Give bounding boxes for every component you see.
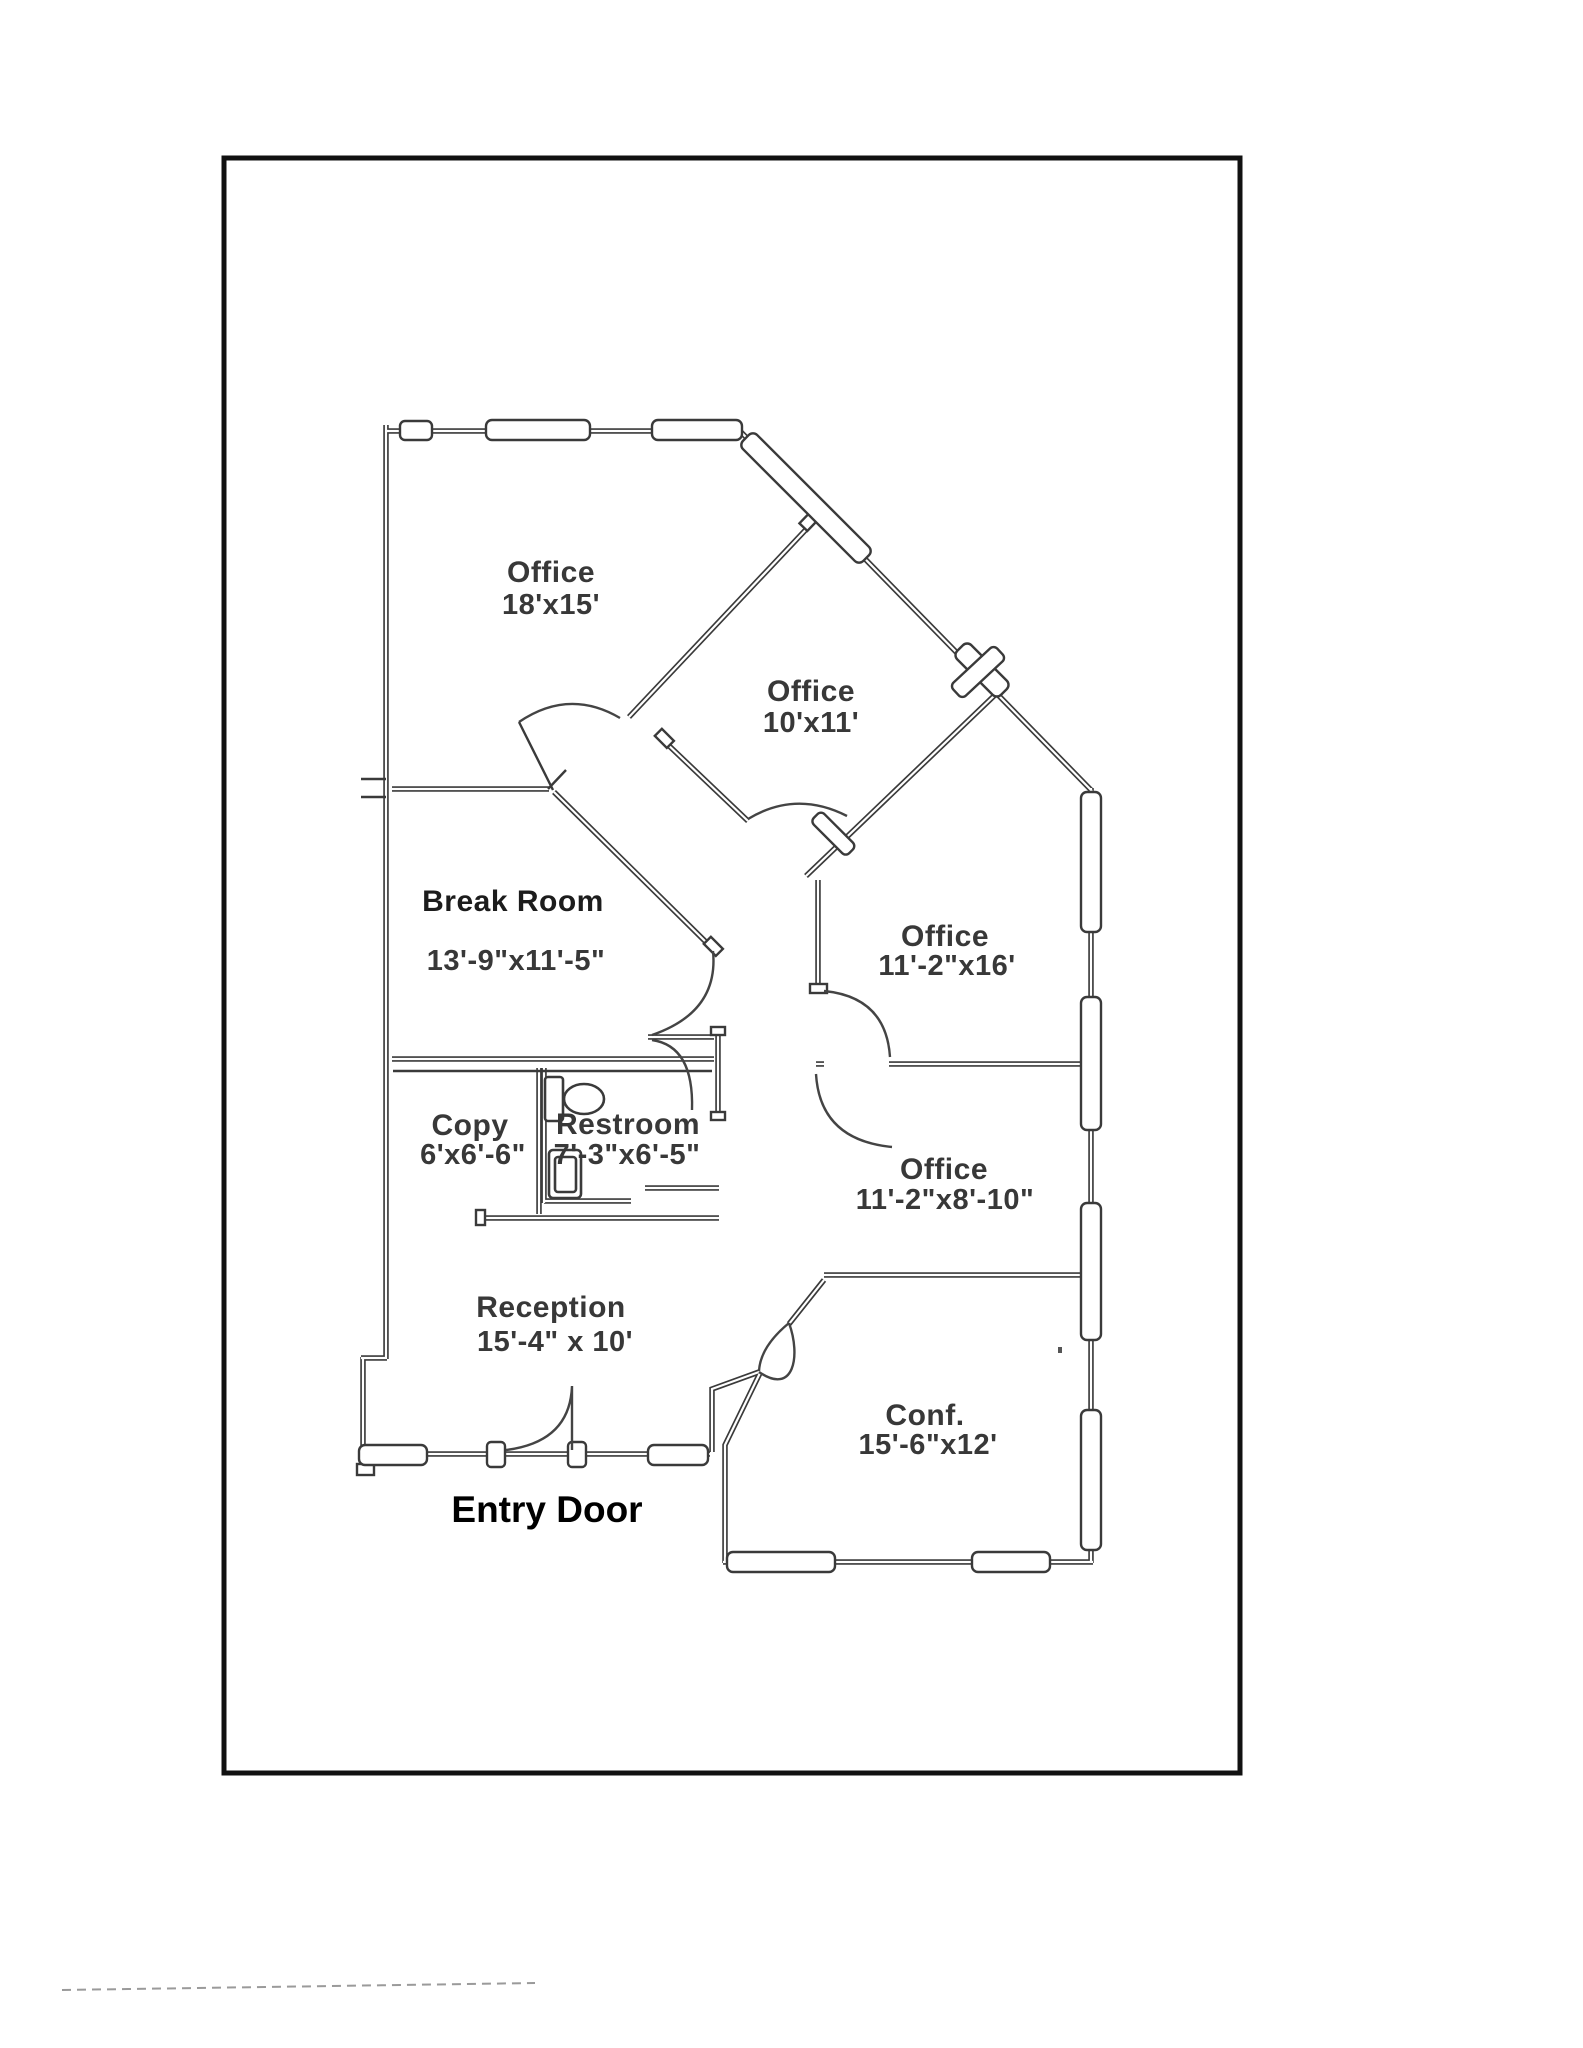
window-icon xyxy=(725,1550,837,1574)
room-label-office-16: Office xyxy=(901,920,989,953)
wall-cap xyxy=(709,1025,727,1037)
windows xyxy=(357,418,1103,1574)
window-icon xyxy=(484,418,592,442)
window-icon xyxy=(646,1443,710,1467)
scan-artifact-dashed-line xyxy=(61,1982,536,1991)
window-icon xyxy=(970,1550,1052,1574)
window-icon xyxy=(357,1443,429,1467)
corridor-flare-arc xyxy=(518,702,621,723)
walls-inner-core xyxy=(361,425,1093,1563)
conference-door-arc-inner xyxy=(757,1322,790,1372)
room-label-break-room: Break Room xyxy=(422,885,604,918)
window-icon xyxy=(1079,995,1103,1132)
room-dims-reception: 15'-4" x 10' xyxy=(477,1326,633,1358)
plan-border xyxy=(221,155,1243,1776)
window-icon xyxy=(1079,790,1103,934)
room-dims-office-10x11: 10'x11' xyxy=(763,707,859,739)
window-icon xyxy=(1079,1201,1103,1342)
entry-door-arc xyxy=(505,1385,574,1452)
wall-left-junction-ticks xyxy=(361,777,386,799)
wall-conference-left xyxy=(722,1371,763,1563)
room-label-office-10x11: Office xyxy=(767,675,855,708)
window-icon xyxy=(650,418,744,442)
door-jamb xyxy=(485,1440,507,1469)
door-arcs xyxy=(505,950,893,1452)
office810-door-arc-lower xyxy=(814,1073,893,1149)
window-icon xyxy=(950,645,1006,699)
room-label-office-18x15: Office xyxy=(507,556,595,589)
door-panel xyxy=(811,811,856,856)
wall-cap xyxy=(702,935,725,958)
entry-door-label: Entry Door xyxy=(451,1489,642,1530)
room-labels: Office 18'x15' Office 10'x11' Break Room… xyxy=(420,556,1034,1530)
window-icon xyxy=(740,432,872,564)
room-label-reception: Reception xyxy=(476,1291,626,1324)
office810-door-arc-upper xyxy=(823,989,892,1058)
room-label-conference: Conf. xyxy=(885,1399,964,1432)
corridor-arch-arc xyxy=(747,802,848,821)
door-jamb xyxy=(566,1440,588,1469)
room-dims-conference: 15'-6"x12' xyxy=(859,1429,998,1461)
restroom-fixtures xyxy=(543,1075,606,1200)
conference-door-arc xyxy=(758,1322,796,1381)
room-label-office-810: Office xyxy=(900,1153,988,1186)
wall-cap xyxy=(808,982,829,995)
wall-left-step xyxy=(360,1355,387,1456)
room-label-copy: Copy xyxy=(432,1109,509,1142)
scan-speck xyxy=(1058,1347,1062,1353)
walls-outer-stroke xyxy=(360,425,1094,1565)
room-dims-break-room: 13'-9"x11'-5" xyxy=(427,945,605,977)
room-dims-restroom: 7'-3"x6'-5" xyxy=(554,1139,701,1171)
window-icon xyxy=(1079,1408,1103,1552)
sink-basin-icon xyxy=(553,1155,578,1194)
room-dims-office-18x15: 18'x15' xyxy=(502,589,600,621)
room-label-restroom: Restroom xyxy=(556,1108,700,1141)
room-dims-copy: 6'x6'-6" xyxy=(420,1139,526,1171)
toilet-icon xyxy=(562,1082,606,1116)
room-dims-office-810: 11'-2"x8'-10" xyxy=(856,1184,1034,1216)
corridor-flare-edge xyxy=(517,721,555,791)
window-icon xyxy=(398,419,434,442)
room-dims-office-16: 11'-2"x16' xyxy=(878,950,1015,982)
wall-cap xyxy=(474,1208,487,1227)
wall-cap xyxy=(709,1110,727,1122)
restroom-door-arc xyxy=(651,1038,694,1111)
wall-cap xyxy=(653,727,676,750)
breakroom-door-arc xyxy=(651,950,715,1037)
